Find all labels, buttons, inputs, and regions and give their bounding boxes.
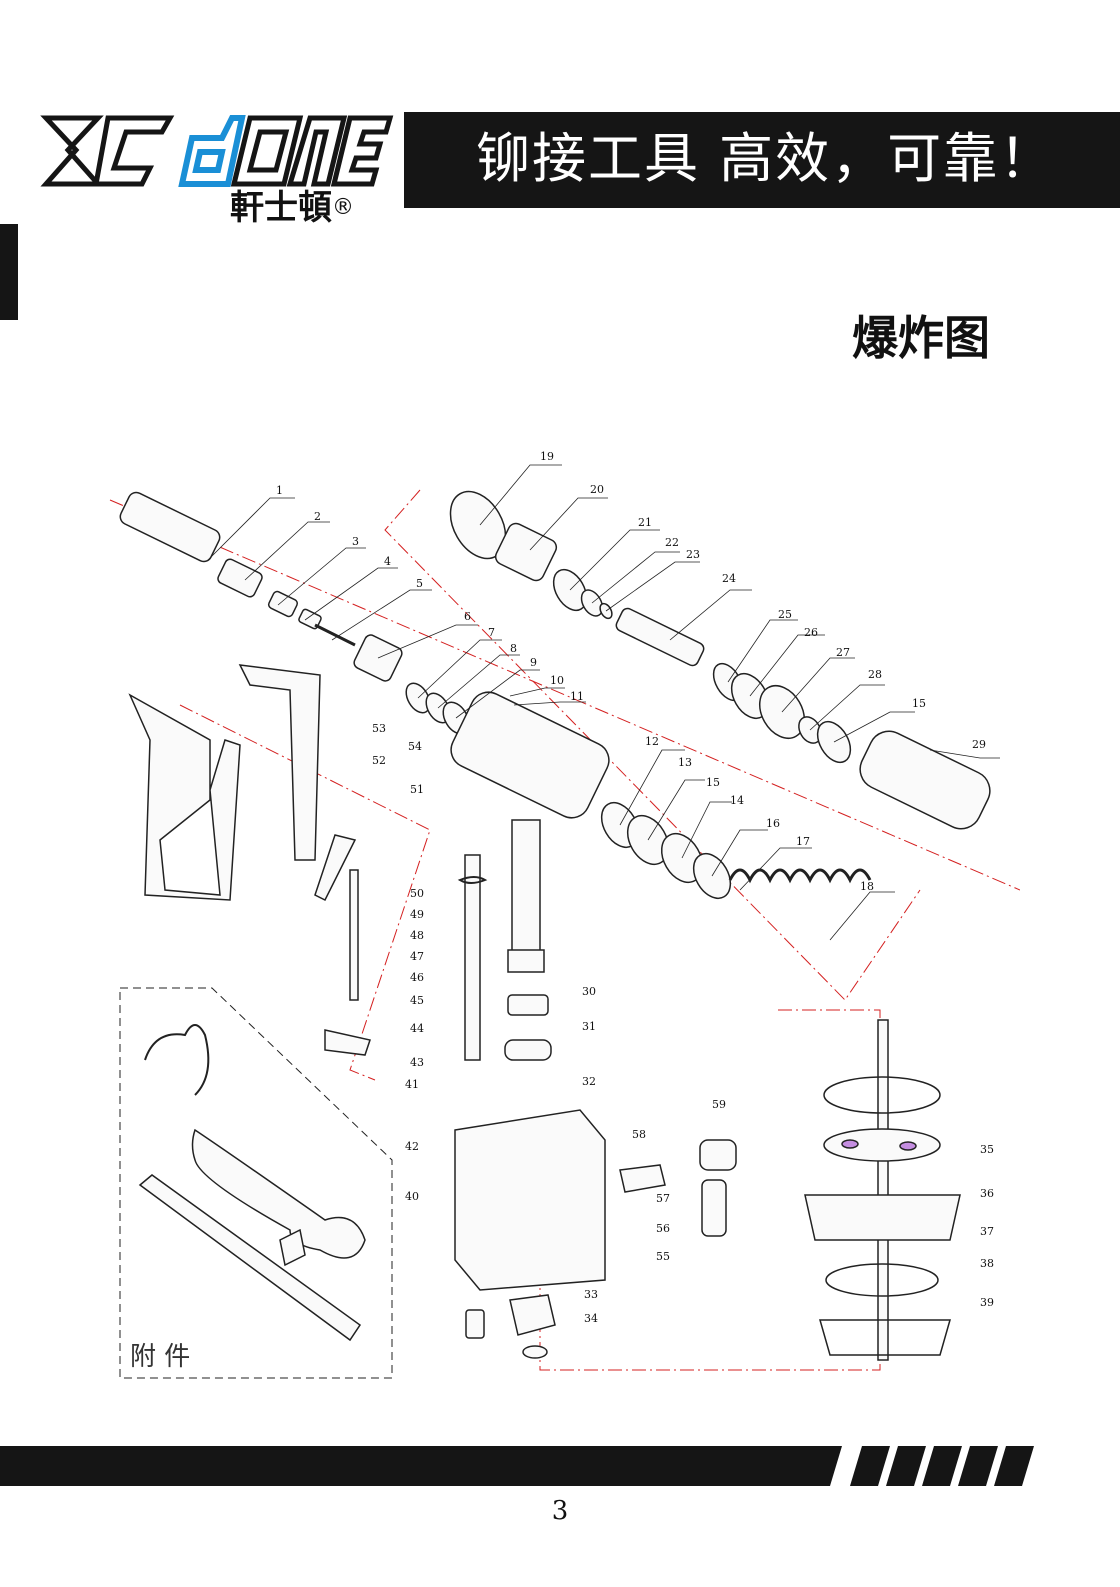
callout: 20 [590,483,604,496]
callout: 40 [405,1190,419,1203]
callout: 21 [638,516,652,529]
handle-assembly [128,664,488,1061]
callout: 6 [464,610,471,623]
callout-labels: 1 2 3 4 5 6 7 8 9 10 11 12 13 15 14 16 1… [276,450,994,1325]
callout: 39 [980,1296,994,1309]
callout: 22 [665,536,679,549]
exploded-view-diagram: 附 件 1 2 3 4 5 [109,450,1020,1379]
callout: 12 [645,735,659,748]
accessory-box: 附 件 [119,987,393,1379]
callout: 30 [582,985,596,998]
piston-assembly [449,490,991,830]
callout: 28 [868,668,882,681]
callout: 48 [410,929,424,942]
callout: 49 [410,908,424,921]
callout: 29 [972,738,986,751]
callout: 44 [410,1022,424,1035]
callout: 8 [510,642,517,655]
callout: 2 [314,510,321,523]
brand-cn-text: 軒士頓 [230,188,332,228]
callout: 33 [584,1288,598,1301]
callout: 32 [582,1075,596,1088]
callout: 52 [372,754,386,767]
callout: 17 [796,835,810,848]
callout: 18 [860,880,874,893]
callout: 14 [730,794,744,807]
registered-mark: ® [332,195,354,220]
callout: 45 [410,994,424,1007]
callout: 25 [778,608,792,621]
header-left-bar [0,224,18,320]
callout: 50 [410,887,424,900]
callout: 51 [410,783,424,796]
callout: 31 [582,1020,596,1033]
callout: 13 [678,756,692,769]
callout: 4 [384,555,391,568]
reservoir-cap-stack [804,1019,961,1361]
callout: 34 [584,1312,598,1325]
callout: 47 [410,950,424,963]
callout: 27 [836,646,850,659]
callout: 7 [488,626,495,639]
callout: 24 [722,572,736,585]
header-slogan: 铆接工具 高效，可靠！ [476,127,1056,190]
callout: 46 [410,971,424,984]
page-number: 3 [551,1496,569,1526]
brand-logo [40,115,394,187]
brand-chinese-name: 軒士頓® [230,188,354,228]
footer-bar [0,1446,1034,1486]
callout: 1 [276,484,283,497]
callout: 3 [352,535,359,548]
callout: 53 [372,722,386,735]
section-title: 爆炸图 [852,311,990,365]
callout: 59 [712,1098,726,1111]
callout: 54 [408,740,422,753]
callout: 56 [656,1222,670,1235]
header-slogan-band [404,112,1120,208]
callout: 57 [656,1192,670,1205]
callout: 23 [686,548,700,561]
callout: 26 [804,626,818,639]
callout: 37 [980,1225,994,1238]
callout: 15 [912,697,926,710]
cylinder-body [450,691,872,973]
reservoir-body [454,994,737,1359]
callout: 19 [540,450,554,463]
leader-lines [207,464,1000,941]
callout: 36 [980,1187,994,1200]
callout: 55 [656,1250,670,1263]
callout: 9 [530,656,537,669]
callout: 42 [405,1140,419,1153]
callout: 15 [706,776,720,789]
callout: 41 [405,1078,419,1091]
header-band [0,112,1120,320]
callout: 58 [632,1128,646,1141]
accessory-label: 附 件 [130,1342,190,1372]
callout: 5 [416,577,423,590]
callout: 38 [980,1257,994,1270]
callout: 11 [570,690,584,703]
callout: 43 [410,1056,424,1069]
callout: 16 [766,817,780,830]
callout: 35 [980,1143,994,1156]
callout: 10 [550,674,564,687]
